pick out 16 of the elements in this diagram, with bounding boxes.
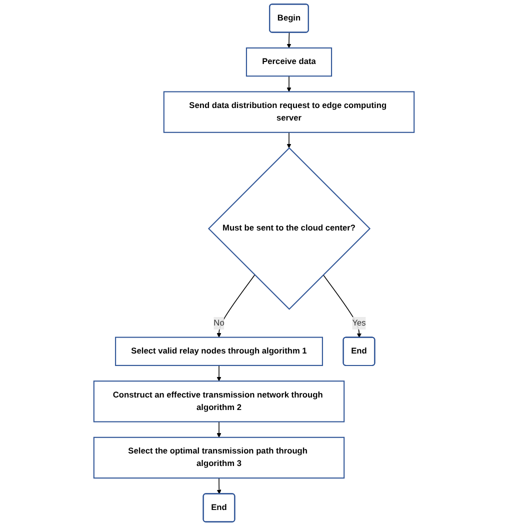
node-box: Select valid relay nodes through algorithm 1 [115, 336, 323, 366]
edge-label: Yes [352, 318, 366, 328]
arrow [322, 274, 362, 338]
node-box: Select the optimal transmission path through algorithm 3 [93, 436, 345, 479]
arrow [216, 274, 256, 338]
arrow [286, 32, 292, 48]
node-box: Send data distribution request to edge computing server [163, 91, 415, 133]
arrow [286, 76, 292, 92]
node-box: Perceive data [246, 47, 332, 77]
node-diamond: Must be sent to the cloud center? [208, 147, 371, 310]
arrow [216, 478, 222, 494]
arrow [216, 421, 222, 438]
edge-label: No [214, 318, 224, 328]
arrow [216, 365, 222, 382]
node-box: Construct an effective transmission network through algorithm 2 [93, 380, 345, 422]
arrow [286, 132, 292, 148]
